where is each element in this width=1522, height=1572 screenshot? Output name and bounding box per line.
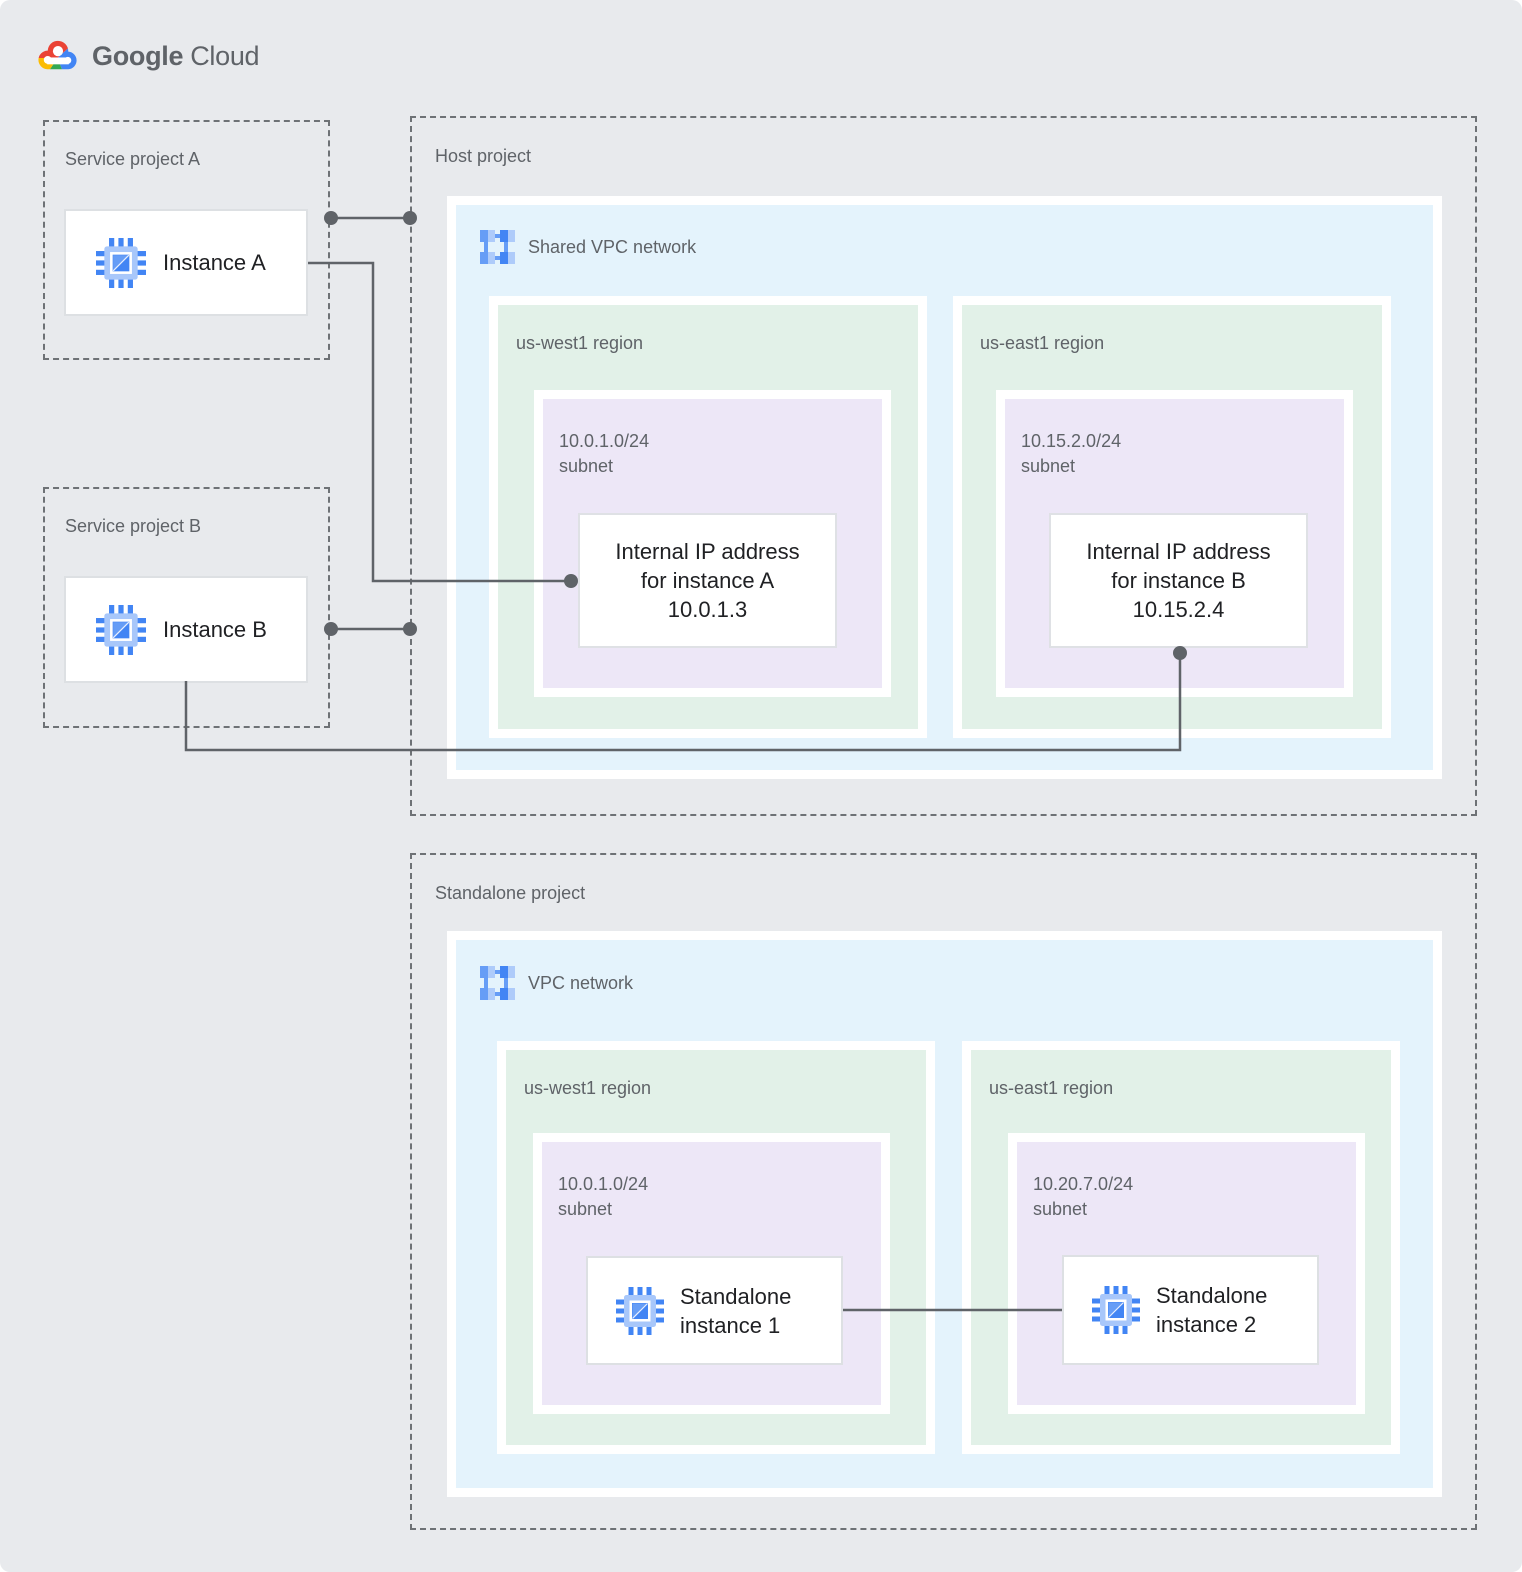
standalone-us-east1-region-label: us-east1 region — [989, 1078, 1114, 1098]
instance-line-1: Standalone — [1156, 1283, 1268, 1308]
ip-a-line-3: 10.0.1.3 — [667, 597, 748, 622]
ip-b-line-1: Internal IP address — [1086, 539, 1271, 564]
compute-engine-icon — [96, 237, 146, 288]
compute-engine-icon — [1092, 1286, 1140, 1334]
subnet-word: subnet — [559, 456, 614, 476]
host-us-east1-subnet-label: 10.15.2.0/24 subnet — [1021, 429, 1121, 479]
host-us-west1-subnet-label: 10.0.1.0/24 subnet — [559, 429, 649, 479]
subnet-cidr: 10.20.7.0/24 — [1033, 1174, 1134, 1194]
google-cloud-logo-icon — [38, 40, 77, 70]
logo-brand: Google — [92, 40, 184, 71]
standalone-us-west1-subnet-label: 10.0.1.0/24 subnet — [558, 1172, 648, 1222]
shared-vpc-network-label: Shared VPC network — [528, 236, 697, 257]
instance-b-card: Instance B — [64, 576, 308, 683]
ip-b-line-3: 10.15.2.4 — [1132, 597, 1225, 622]
compute-engine-icon — [616, 1286, 664, 1335]
subnet-cidr: 10.15.2.0/24 — [1021, 431, 1122, 451]
standalone-us-west1-region-label: us-west1 region — [524, 1078, 652, 1098]
subnet-word: subnet — [558, 1199, 613, 1219]
standalone-vpc-network-header: VPC network — [477, 964, 633, 1002]
vpc-network-icon — [478, 964, 515, 1002]
host-us-east1-region-label: us-east1 region — [980, 333, 1105, 353]
service-project-a-title: Service project A — [65, 149, 201, 169]
host-us-west1-region-label: us-west1 region — [516, 333, 644, 353]
subnet-cidr: 10.0.1.0/24 — [559, 431, 650, 451]
standalone-project-frame: Standalone project — [410, 853, 1477, 1530]
instance-line-2: instance 2 — [1156, 1312, 1257, 1337]
standalone-instance-1-card: Standalone instance 1 — [586, 1256, 843, 1365]
instance-a-label: Instance A — [163, 249, 266, 275]
instance-line-1: Standalone — [680, 1283, 792, 1309]
service-project-b-title: Service project B — [65, 516, 202, 536]
logo-product: Cloud — [190, 40, 260, 71]
internal-ip-instance-a-card: Internal IP address for instance A 10.0.… — [578, 513, 837, 648]
standalone-instance-2-card: Standalone instance 2 — [1062, 1255, 1319, 1365]
internal-ip-instance-b-card: Internal IP address for instance B 10.15… — [1049, 513, 1308, 648]
standalone-us-east1-subnet-label: 10.20.7.0/24 subnet — [1033, 1172, 1133, 1222]
vpc-network-icon — [478, 228, 515, 266]
ip-a-line-1: Internal IP address — [615, 539, 800, 564]
shared-vpc-network-header: Shared VPC network — [477, 228, 696, 266]
compute-engine-icon — [96, 604, 146, 655]
standalone-vpc-network-label: VPC network — [528, 972, 634, 993]
subnet-word: subnet — [1021, 456, 1076, 476]
standalone-instance-2-label: Standalone instance 2 — [1156, 1281, 1267, 1339]
ip-a-line-2: for instance A — [640, 568, 775, 593]
subnet-cidr: 10.0.1.0/24 — [558, 1174, 649, 1194]
standalone-instance-1-label: Standalone instance 1 — [680, 1282, 791, 1340]
instance-b-label: Instance B — [163, 616, 267, 642]
ip-b-line-2: for instance B — [1111, 568, 1246, 593]
instance-line-2: instance 1 — [680, 1312, 781, 1338]
service-project-a-frame: Service project A — [43, 120, 330, 360]
subnet-word: subnet — [1033, 1199, 1088, 1219]
host-project-title: Host project — [435, 146, 532, 166]
instance-a-card: Instance A — [64, 209, 308, 316]
standalone-project-title: Standalone project — [435, 883, 586, 903]
